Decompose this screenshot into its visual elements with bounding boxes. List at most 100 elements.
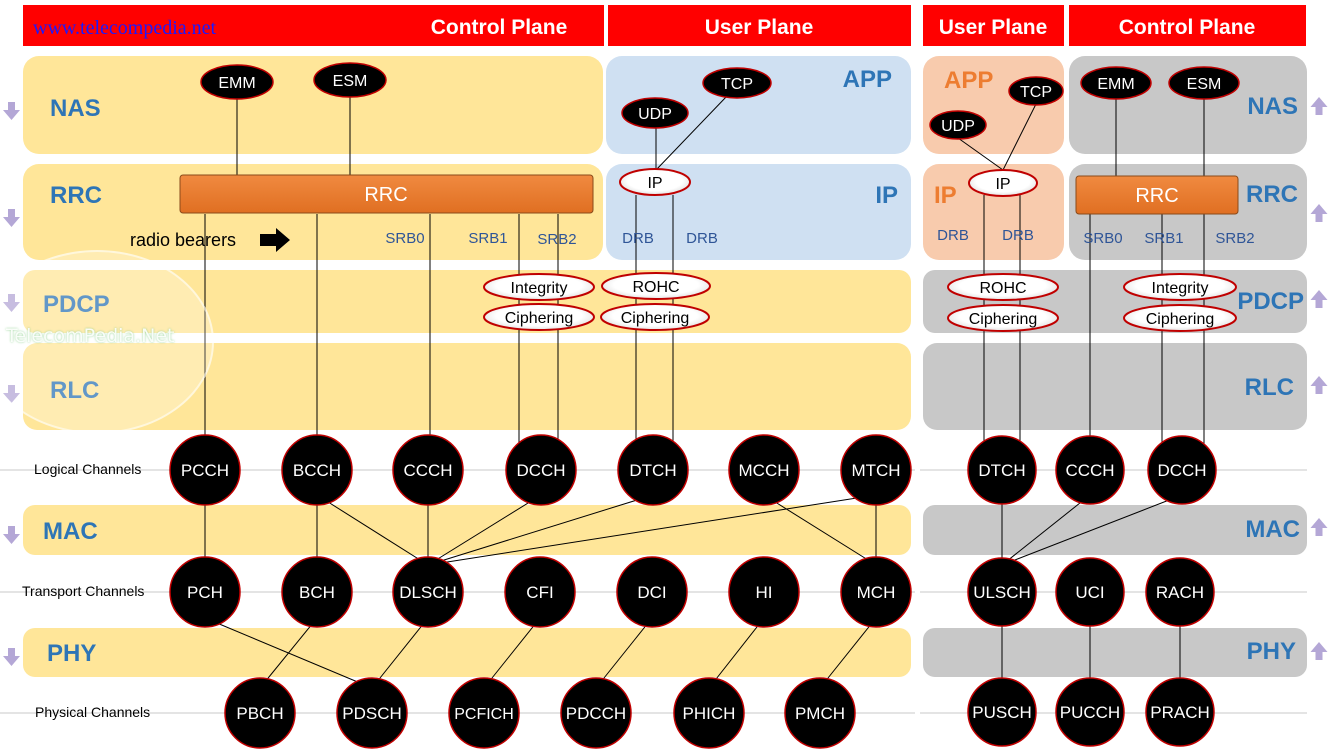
logical-channel-mtch-label: MTCH [851,461,900,480]
enb-phy-up-arrow-icon [1310,642,1328,660]
ue-phy-layer [23,628,911,677]
ue-app-layer [606,56,911,154]
enb-logical-channel-ccch-label: CCCH [1065,461,1114,480]
enb-user-plane-title: User Plane [939,16,1048,39]
transport-channel-mch-label: MCH [857,583,896,602]
ue-mac-down-arrow-icon [3,526,20,544]
enb-rlc-up-arrow-icon [1310,376,1328,394]
transport-channel-cfi-label: CFI [526,583,553,602]
logical-channel-mcch-label: MCCH [739,461,790,480]
ue-rohc-label: ROHC [632,279,679,296]
ue-drb1-label: DRB [622,230,654,247]
enb-logical-channel-dcch [1147,435,1217,505]
logical-channel-dcch-label: DCCH [516,461,565,480]
enb-mac-layer [923,505,1307,555]
physical-channels-label: Physical Channels [35,704,150,720]
enb-srb1-label: SRB1 [1144,230,1183,247]
ue-nas-label: NAS [50,95,101,122]
transport-channel-pch-label: PCH [187,583,223,602]
ue-pdcp-down-arrow-icon [3,294,20,312]
logical-channel-pcch-label: PCCH [181,461,229,480]
ue-emm-label: EMM [218,75,255,92]
ue-rrc-down-arrow-icon [3,209,20,227]
ue-rrc-label: RRC [50,182,102,209]
ue-rlc-down-arrow-icon [3,385,20,403]
ue-app-label: APP [843,66,892,93]
enb-transport-channel-rach-label: RACH [1156,583,1204,602]
transport-channels-label: Transport Channels [22,583,144,599]
site-url[interactable]: www.telecompedia.net [33,17,217,39]
physical-channel-pdsch [336,677,408,749]
enb-rlc-label: RLC [1245,374,1294,401]
ue-mac-layer [23,505,911,555]
enb-rrc-block [1075,175,1239,215]
transport-channel-dci [616,556,688,628]
enb-logical-channel-dcch-label: DCCH [1157,461,1206,480]
ue-mac-label: MAC [43,518,98,545]
ue-rlc-label: RLC [50,377,99,404]
enb-ip-node-label: IP [995,176,1010,193]
enb-physical-channel-pucch [1055,677,1125,747]
enb-phy-layer [923,628,1307,677]
enb-phy-label: PHY [1247,638,1296,665]
enb-rohc-node [947,273,1059,301]
ue-tcp-label: TCP [721,76,753,93]
ue-pdcp-layer [23,270,911,333]
enb-ciphering-drb-label: Ciphering [969,311,1037,328]
ue-tcp-node [702,67,772,99]
physical-channel-pdcch [560,677,632,749]
ue-esm-label: ESM [333,73,368,90]
physical-channel-phich [673,677,745,749]
transport-channel-dlsch-label: DLSCH [399,583,457,602]
logical-channel-bcch [281,434,353,506]
enb-ciphering-srb-label: Ciphering [1146,311,1214,328]
enb-physical-channel-pucch-label: PUCCH [1060,703,1120,722]
ue-phy-label: PHY [47,640,96,667]
ue-pdcp-label: PDCP [43,291,110,318]
transport-channel-pch [169,556,241,628]
ue-rlc-layer [23,343,911,430]
physical-channel-pbch [224,677,296,749]
header-bar-ue-user [608,5,911,46]
ue-ciphering-srb-label: Ciphering [505,310,573,327]
ue-srb0-label: SRB0 [385,230,424,247]
ue-phy-down-arrow-icon [3,648,20,666]
ue-emm-node [200,64,274,100]
physical-channel-pdcch-label: PDCCH [566,704,626,723]
enb-logical-channel-ccch [1055,435,1125,505]
physical-channel-pdsch-label: PDSCH [342,704,402,723]
enb-integrity-label: Integrity [1152,280,1209,297]
enb-control-plane-title: Control Plane [1119,16,1256,39]
enb-physical-channel-prach-label: PRACH [1150,703,1210,722]
enb-physical-channel-pusch-label: PUSCH [972,703,1032,722]
logical-channel-pcch [169,434,241,506]
enb-emm-label: EMM [1097,76,1134,93]
physical-channel-phich-label: PHICH [683,704,736,723]
enb-transport-channel-ulsch [967,557,1037,627]
enb-nas-up-arrow-icon [1310,97,1328,115]
ue-srb2-label: SRB2 [537,231,576,248]
ue-nas-down-arrow-icon [3,102,20,120]
enb-udp-node [929,110,987,140]
header-bar-enb-control [1069,5,1306,46]
radio-bearers-label: radio bearers [130,230,236,250]
header-bar-ue-control [23,5,604,46]
logical-channel-mcch [728,434,800,506]
logical-channel-mtch [840,434,912,506]
physical-channel-pmch [784,677,856,749]
enb-ciphering-drb-node [947,304,1059,332]
enb-nas-label: NAS [1247,93,1298,120]
enb-ip-node [968,169,1038,197]
ue-control-plane-title: Control Plane [431,16,568,39]
header-bar-enb-user [923,5,1064,46]
enb-pdcp-up-arrow-icon [1310,290,1328,308]
enb-srb0-label: SRB0 [1083,230,1122,247]
physical-channel-pcfich [448,677,520,749]
enb-transport-channel-uci [1055,557,1125,627]
ue-rrc-block-label: RRC [364,184,407,206]
physical-channel-pbch-label: PBCH [236,704,283,723]
enb-mac-label: MAC [1245,516,1300,543]
enb-app-label: APP [944,67,993,94]
